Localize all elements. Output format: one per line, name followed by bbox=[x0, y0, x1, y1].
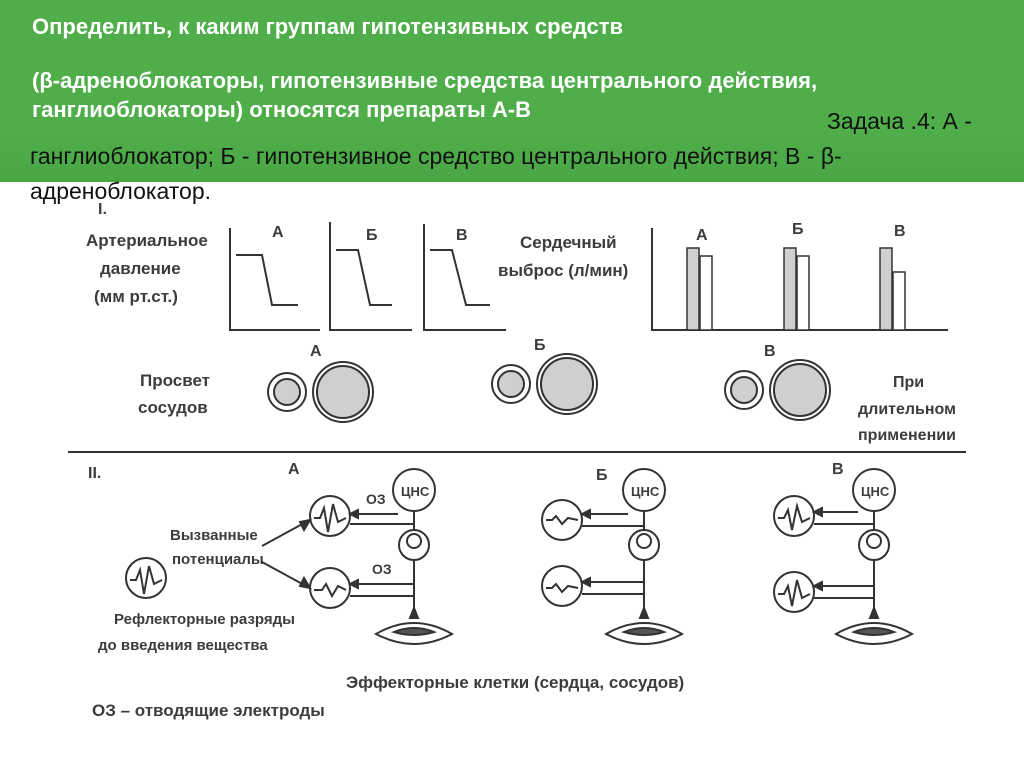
scheme-a-cns: ЦНС bbox=[401, 484, 430, 499]
bp-graph-b-letter: Б bbox=[366, 227, 378, 244]
lumen-pair-a bbox=[267, 361, 374, 423]
longterm-label-line1: При bbox=[893, 374, 924, 391]
scheme-a-oz-top: ОЗ bbox=[366, 491, 386, 507]
bp-graph-c bbox=[423, 224, 506, 331]
bp-graph-a bbox=[229, 228, 320, 331]
co-b-letter: Б bbox=[792, 221, 804, 238]
co-label-line2: выброс (л/мин) bbox=[498, 261, 628, 280]
co-c-letter: В bbox=[894, 223, 906, 240]
evoked-label-line1: Вызванные bbox=[170, 527, 258, 544]
co-label-line1: Сердечный bbox=[520, 233, 617, 252]
effector-label: Эффекторные клетки (сердца, сосудов) bbox=[346, 673, 684, 692]
longterm-label-line2: длительном bbox=[858, 401, 956, 418]
electrodes-label: ОЗ – отводящие электроды bbox=[92, 701, 325, 720]
co-bar-chart bbox=[651, 228, 948, 331]
bp-graph-b bbox=[329, 222, 412, 331]
co-bar-b-after bbox=[796, 255, 810, 331]
scheme-b-cns: ЦНС bbox=[631, 484, 660, 499]
evoked-label-line2: потенциалы bbox=[172, 551, 264, 568]
scheme-b-letter: Б bbox=[596, 467, 608, 484]
lumen-pair-b bbox=[491, 353, 598, 415]
scheme-c-letter: В bbox=[832, 461, 844, 478]
bp-label-line2: давление bbox=[100, 259, 181, 278]
co-bar-c-after bbox=[892, 271, 906, 331]
section-one-label: I. bbox=[98, 201, 107, 218]
bp-label-line1: Артериальное bbox=[86, 231, 208, 250]
reflex-label-line1: Рефлекторные разряды bbox=[114, 611, 295, 628]
bp-graph-a-letter: А bbox=[272, 224, 284, 241]
answer-text: Задача .4: А - ганглиоблокатор; Б - гипо… bbox=[30, 108, 972, 204]
lumen-a-letter: А bbox=[310, 343, 322, 360]
co-a-letter: А bbox=[696, 227, 708, 244]
scheme-c bbox=[773, 468, 915, 645]
scheme-a-oz-bottom: ОЗ bbox=[372, 561, 392, 577]
evoked-arrows bbox=[261, 518, 313, 590]
co-label: Сердечный выброс (л/мин) bbox=[498, 233, 628, 280]
bp-label-line3: (мм рт.ст.) bbox=[94, 287, 178, 306]
scheme-c-cns: ЦНС bbox=[861, 484, 890, 499]
lumen-c-letter: В bbox=[764, 343, 776, 360]
header-fade bbox=[0, 130, 1024, 182]
scheme-a-letter: А bbox=[288, 461, 300, 478]
slide-subtitle: (β-адреноблокаторы, гипотензивные средст… bbox=[32, 68, 818, 122]
section-two-label: II. bbox=[88, 465, 101, 482]
longterm-label: При длительном применении bbox=[858, 374, 956, 444]
longterm-label-line3: применении bbox=[858, 427, 956, 444]
scheme-a bbox=[309, 468, 455, 645]
lumen-b-letter: Б bbox=[534, 337, 546, 354]
scheme-b bbox=[541, 468, 685, 645]
bp-graph-c-letter: В bbox=[456, 227, 468, 244]
lumen-pair-c bbox=[724, 359, 831, 421]
reflex-example bbox=[125, 557, 167, 599]
co-bar-a-before bbox=[686, 247, 700, 331]
slide-title: Определить, к каким группам гипотензивны… bbox=[32, 14, 624, 39]
lumen-label: Просвет сосудов bbox=[138, 371, 210, 417]
co-bar-a-after bbox=[699, 255, 713, 331]
co-bar-b-before bbox=[783, 247, 797, 331]
co-bar-c-before bbox=[879, 247, 893, 331]
lumen-label-line1: Просвет bbox=[140, 371, 210, 390]
reflex-label-line2: до введения вещества bbox=[98, 637, 268, 654]
bp-label: Артериальное давление (мм рт.ст.) bbox=[86, 231, 208, 306]
lumen-label-line2: сосудов bbox=[138, 398, 208, 417]
